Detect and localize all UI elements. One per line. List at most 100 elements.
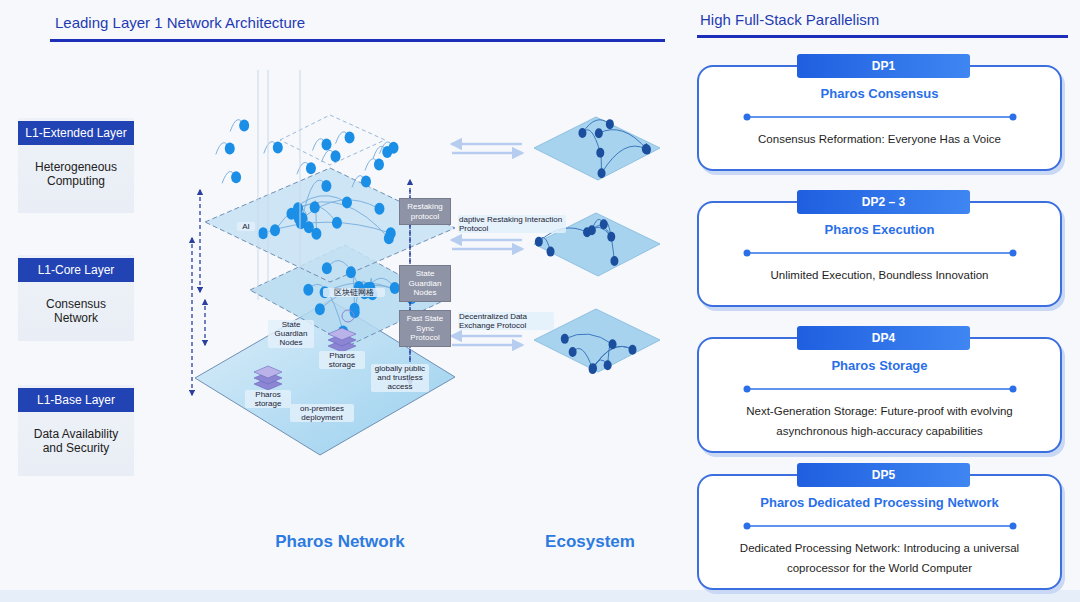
tab-label: DP1	[797, 59, 970, 73]
link-arc	[263, 222, 391, 233]
light-ray	[268, 70, 269, 300]
network-dot	[273, 141, 283, 153]
network-dot	[239, 119, 249, 131]
link-arc	[593, 346, 633, 368]
network-dot	[258, 227, 268, 239]
ecosystem-dot	[569, 347, 577, 357]
card-heading: Pharos Consensus	[715, 86, 1044, 101]
ecosystem-dot	[607, 232, 615, 242]
dashed-arrow	[199, 190, 200, 292]
layer-description: Data Availability and Security	[24, 427, 128, 456]
network-dot	[270, 224, 280, 236]
ecosystem-dot	[629, 345, 637, 355]
plane-label: 区块链网格	[323, 288, 385, 297]
ecosystem-dot	[598, 168, 606, 178]
exchange-arrow	[452, 152, 522, 155]
link-arc	[565, 334, 613, 344]
link-arc	[599, 130, 647, 150]
plane-label: Pharos storage	[319, 351, 365, 369]
tab-label: DP4	[797, 331, 970, 345]
card-description: Consensus Reformation: Everyone Has a Vo…	[715, 129, 1044, 149]
dashed-arrow	[204, 300, 205, 345]
link-arc	[593, 346, 633, 369]
section-caption: Ecosystem	[545, 532, 635, 552]
protocol-label: Decentralized Data Exchange Protocol	[458, 312, 554, 330]
ecosystem-plane	[534, 117, 660, 180]
feature-card: Pharos StorageNext-Generation Storage: F…	[697, 337, 1062, 453]
ecosystem-dot	[578, 128, 586, 138]
ecosystem-dot	[600, 219, 608, 229]
network-dot	[321, 180, 331, 192]
card-heading: Pharos Execution	[715, 222, 1044, 237]
title-underline	[697, 35, 1068, 38]
network-dot	[331, 150, 341, 162]
plane-label: Pharos storage	[245, 390, 291, 408]
ecosystem-dot	[643, 145, 651, 155]
network-dot	[294, 213, 304, 225]
card-heading: Pharos Dedicated Processing Network	[715, 495, 1044, 510]
divider-line	[743, 381, 1017, 397]
network-dot	[342, 196, 352, 208]
ecosystem-dot	[596, 148, 604, 158]
storage-icon	[254, 366, 282, 378]
ecosystem-dot	[589, 363, 597, 373]
section-title: High Full-Stack Parallelism	[700, 11, 879, 28]
plane-label: on-premises deployment	[290, 404, 354, 422]
card-tab: DP2 – 3	[797, 190, 970, 214]
link-arc	[302, 200, 379, 218]
network-dot	[389, 142, 399, 154]
storage-icon	[328, 328, 356, 340]
card-description: Dedicated Processing Network: Introducin…	[715, 538, 1044, 578]
layer-description: Consensus Network	[24, 297, 128, 326]
feature-card: Pharos Dedicated Processing NetworkDedic…	[697, 474, 1062, 590]
exchange-arrow	[452, 239, 522, 242]
diagram-title: Leading Layer 1 Network Architecture	[55, 14, 305, 31]
tab-label: DP5	[797, 468, 970, 482]
ecosystem-dot	[589, 364, 597, 374]
layer-name: L1-Base Layer	[18, 388, 134, 412]
ecosystem-dot	[561, 334, 569, 344]
section-caption: Pharos Network	[275, 532, 404, 552]
card-tab: DP4	[797, 326, 970, 350]
network-dot	[293, 202, 303, 214]
tab-label: DP2 – 3	[797, 195, 970, 209]
plane-label: globally public and trustless access	[371, 364, 429, 392]
network-dot	[322, 262, 332, 274]
divider-line	[743, 245, 1017, 261]
ecosystem-dot	[547, 247, 555, 257]
network-dot	[225, 142, 235, 154]
title-underline	[50, 39, 665, 42]
ecosystem-dot	[595, 128, 603, 138]
network-dot	[322, 139, 332, 151]
card-tab: DP5	[797, 463, 970, 487]
plane-label: State Guardian Nodes	[268, 320, 314, 348]
plane-label: AI	[237, 222, 255, 231]
divider-line	[743, 109, 1017, 125]
box-label: Restaking protocol	[402, 202, 448, 221]
card-heading: Pharos Storage	[715, 358, 1044, 373]
network-dot	[231, 171, 241, 183]
network-dot	[303, 284, 313, 296]
light-ray	[300, 70, 301, 300]
exchange-arrow	[452, 344, 522, 347]
layer-name: L1-Core Layer	[18, 258, 134, 282]
ecosystem-dot	[606, 119, 614, 129]
layer-panel: L1-Extended LayerHeterogeneous Computing	[18, 118, 134, 213]
network-dot	[311, 228, 321, 240]
divider-line	[743, 518, 1017, 534]
network-dot	[350, 303, 360, 315]
protocol-box: Restaking protocol	[399, 198, 451, 225]
card-description: Next-Generation Storage: Future-proof wi…	[715, 401, 1044, 441]
network-dot	[384, 232, 394, 244]
network-dot	[310, 201, 320, 213]
dashed-frame	[280, 115, 385, 165]
exchange-arrow	[452, 143, 522, 146]
network-dot	[345, 132, 355, 144]
layer-panel: L1-Core LayerConsensus Network	[18, 255, 134, 341]
box-label: Fast State Sync Protocol	[402, 314, 448, 343]
ecosystem-dot	[535, 237, 543, 247]
network-dot	[361, 175, 371, 187]
layer-name: L1-Extended Layer	[18, 121, 134, 145]
light-ray	[258, 70, 259, 300]
dashed-arrow	[191, 238, 192, 395]
